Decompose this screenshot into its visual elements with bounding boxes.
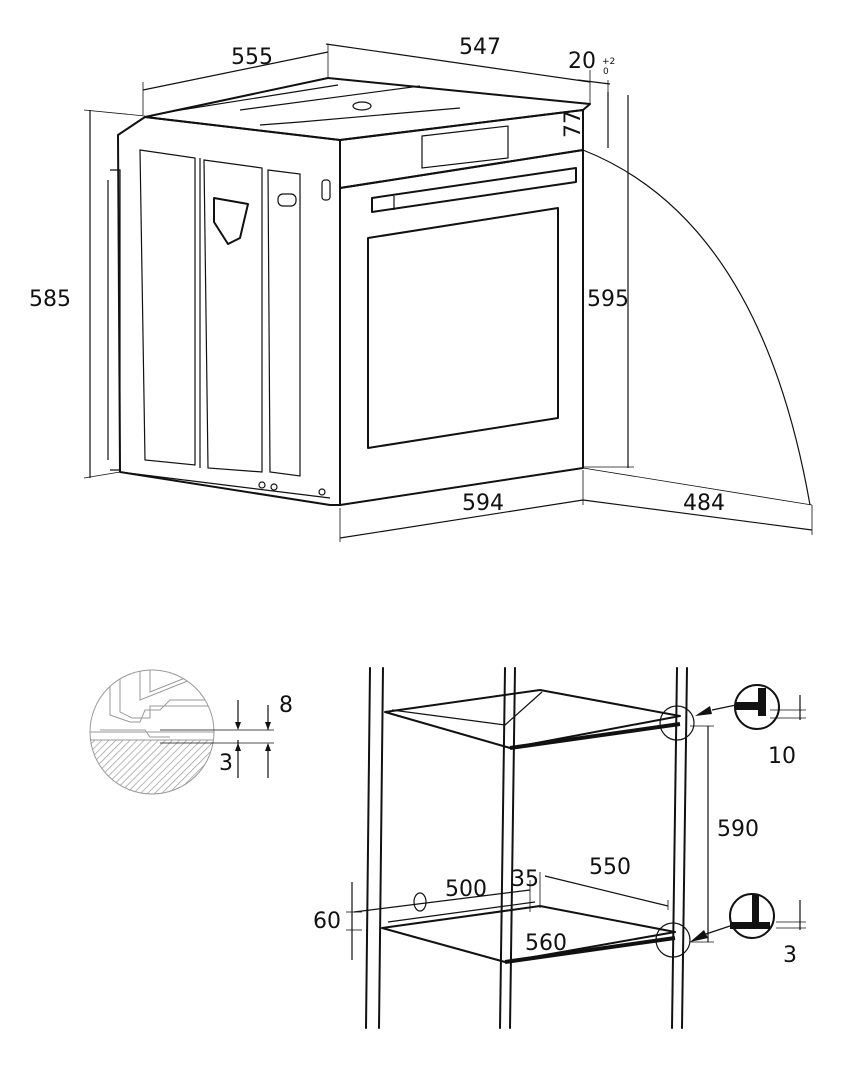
dim-top-clearance: 10 — [768, 744, 796, 769]
niche-drawing — [346, 667, 806, 1029]
niche-bottom-shelf — [381, 905, 676, 963]
oven-side — [117, 116, 341, 506]
side-handle — [213, 197, 249, 245]
oven-drawing — [107, 77, 811, 506]
door-handle — [371, 167, 577, 213]
dim-panel-height: 77 — [561, 110, 586, 138]
dim-depth-total: 547 — [459, 35, 501, 60]
dim-tol-lower: 0 — [603, 67, 609, 77]
corner-detail-top — [695, 684, 806, 730]
display — [421, 125, 509, 169]
dim-niche-height: 590 — [717, 817, 759, 842]
detail-view — [89, 669, 274, 795]
dim-front-width: 594 — [462, 491, 504, 516]
dim-body-height: 585 — [29, 287, 71, 312]
dim-back-opening: 500 — [445, 877, 487, 902]
oven-door — [339, 149, 584, 506]
door-swing-arc — [582, 149, 811, 506]
door-glass — [367, 207, 559, 449]
corner-detail-bottom — [690, 893, 806, 942]
dim-tol-upper: +2 — [602, 57, 615, 67]
dim-depth-body: 555 — [231, 45, 273, 70]
dim-width: 560 — [525, 931, 567, 956]
dim-gap-lower: 3 — [219, 751, 233, 776]
niche-top-shelf — [384, 689, 681, 749]
vent-hole — [352, 101, 372, 111]
dim-gap-upper: 8 — [279, 693, 293, 718]
dim-door-swing: 484 — [683, 491, 725, 516]
dim-front-height: 595 — [587, 287, 629, 312]
side-latch — [277, 193, 297, 207]
dim-bottom-clearance: 3 — [783, 943, 797, 968]
oven-dimension-lines — [83, 43, 813, 542]
cable-opening — [413, 892, 427, 912]
dim-rear-height: 60 — [313, 909, 341, 934]
dim-front-offset: 20 — [568, 49, 596, 74]
dim-rear-offset: 35 — [511, 867, 539, 892]
dim-depth: 550 — [589, 855, 631, 880]
control-panel — [339, 109, 584, 189]
